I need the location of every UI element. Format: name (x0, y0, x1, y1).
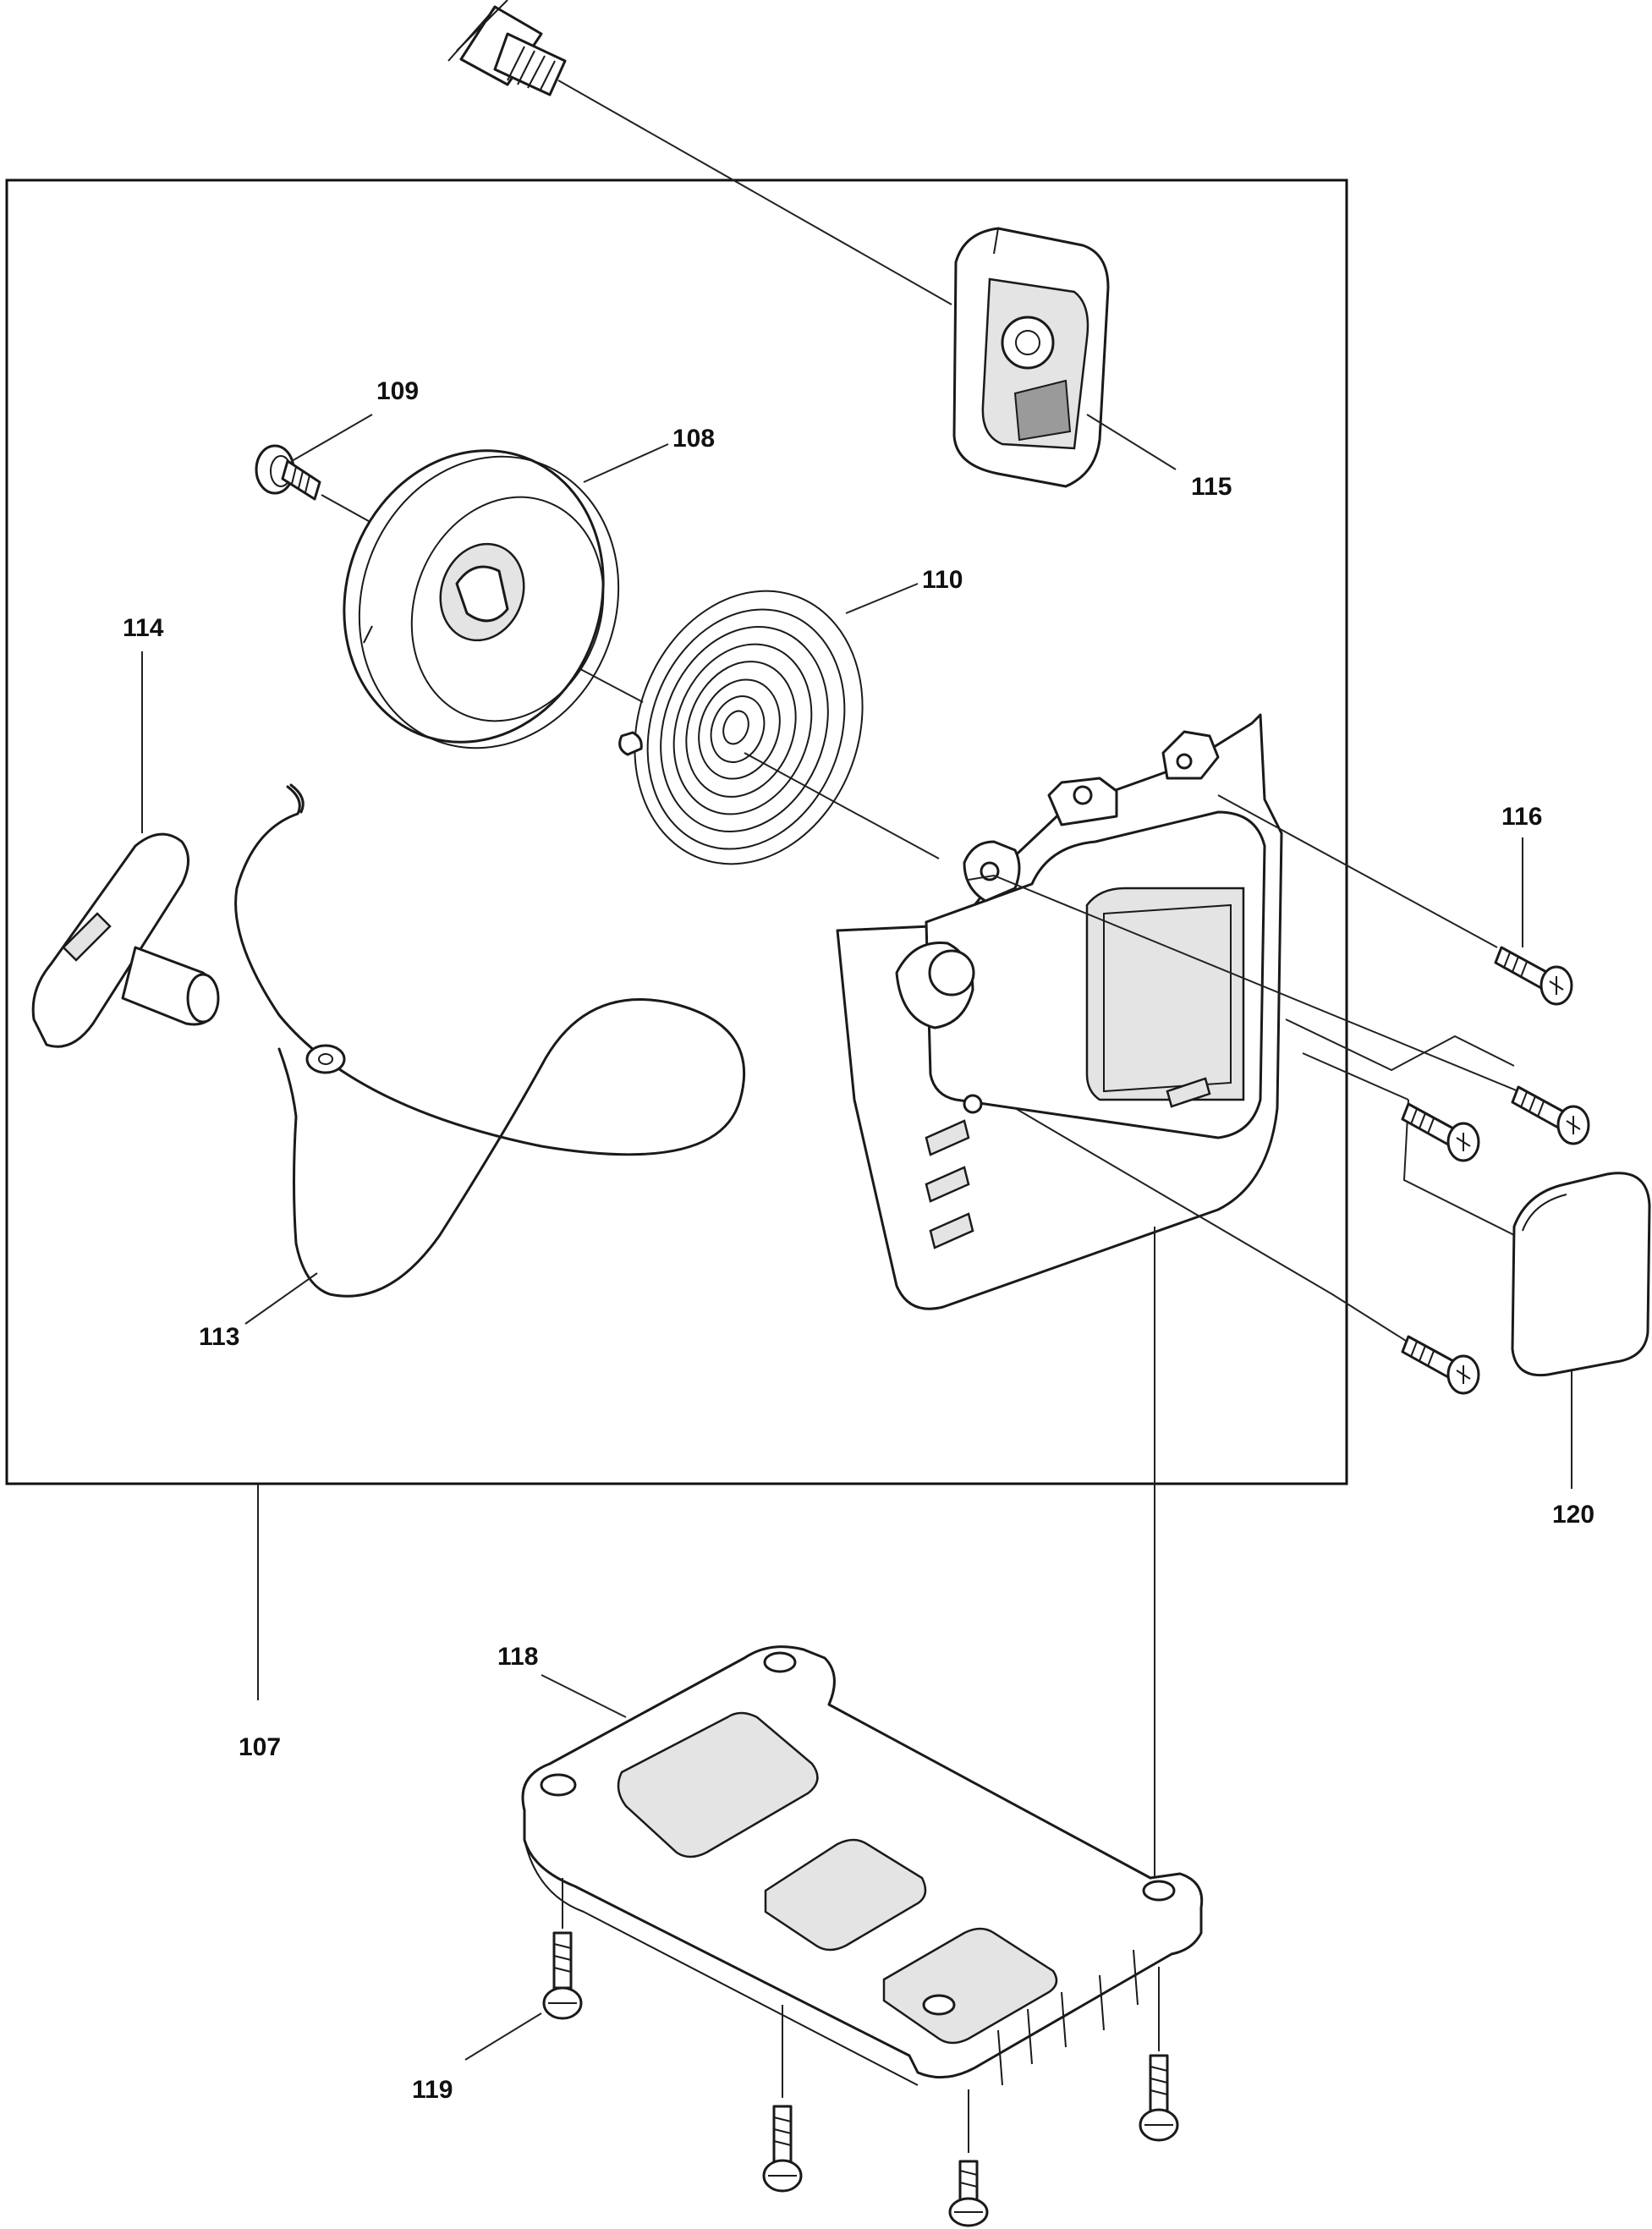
assembly-frame (5, 178, 1348, 1485)
label-113: 113 (199, 1323, 239, 1351)
part-119-screw-c (948, 2160, 989, 2227)
label-116: 116 (1501, 803, 1542, 831)
part-116-screw-b (1511, 1085, 1590, 1145)
part-120-plate (1511, 1172, 1651, 1377)
part-113-rope (234, 783, 746, 1298)
label-114: 114 (123, 614, 164, 642)
part-116-screw-d (1401, 1335, 1480, 1395)
label-120: 120 (1552, 1501, 1594, 1529)
part-116-screw-c (1401, 1102, 1480, 1162)
part-108-pulley (343, 449, 620, 749)
label-115: 115 (1191, 473, 1232, 501)
part-114-handle (31, 832, 220, 1048)
label-109: 109 (376, 377, 419, 405)
label-108: 108 (672, 425, 715, 453)
part-110-spring (618, 590, 864, 865)
part-119-screw-d (1139, 2054, 1179, 2142)
part-115-flange (952, 227, 1110, 488)
label-119: 119 (412, 2076, 453, 2104)
crankshaft-end (447, 0, 567, 96)
part-116-screw-a (1494, 946, 1573, 1006)
starter-housing (836, 713, 1283, 1310)
part-109-screw (255, 444, 321, 501)
label-110: 110 (922, 566, 963, 594)
label-107: 107 (239, 1733, 281, 1761)
shaft-axis-line (557, 80, 952, 305)
part-119-screw-b (762, 2105, 803, 2193)
part-119-screw-a (542, 1931, 583, 2020)
label-118: 118 (497, 1643, 538, 1671)
part-118-base-plate (521, 1645, 1204, 2086)
